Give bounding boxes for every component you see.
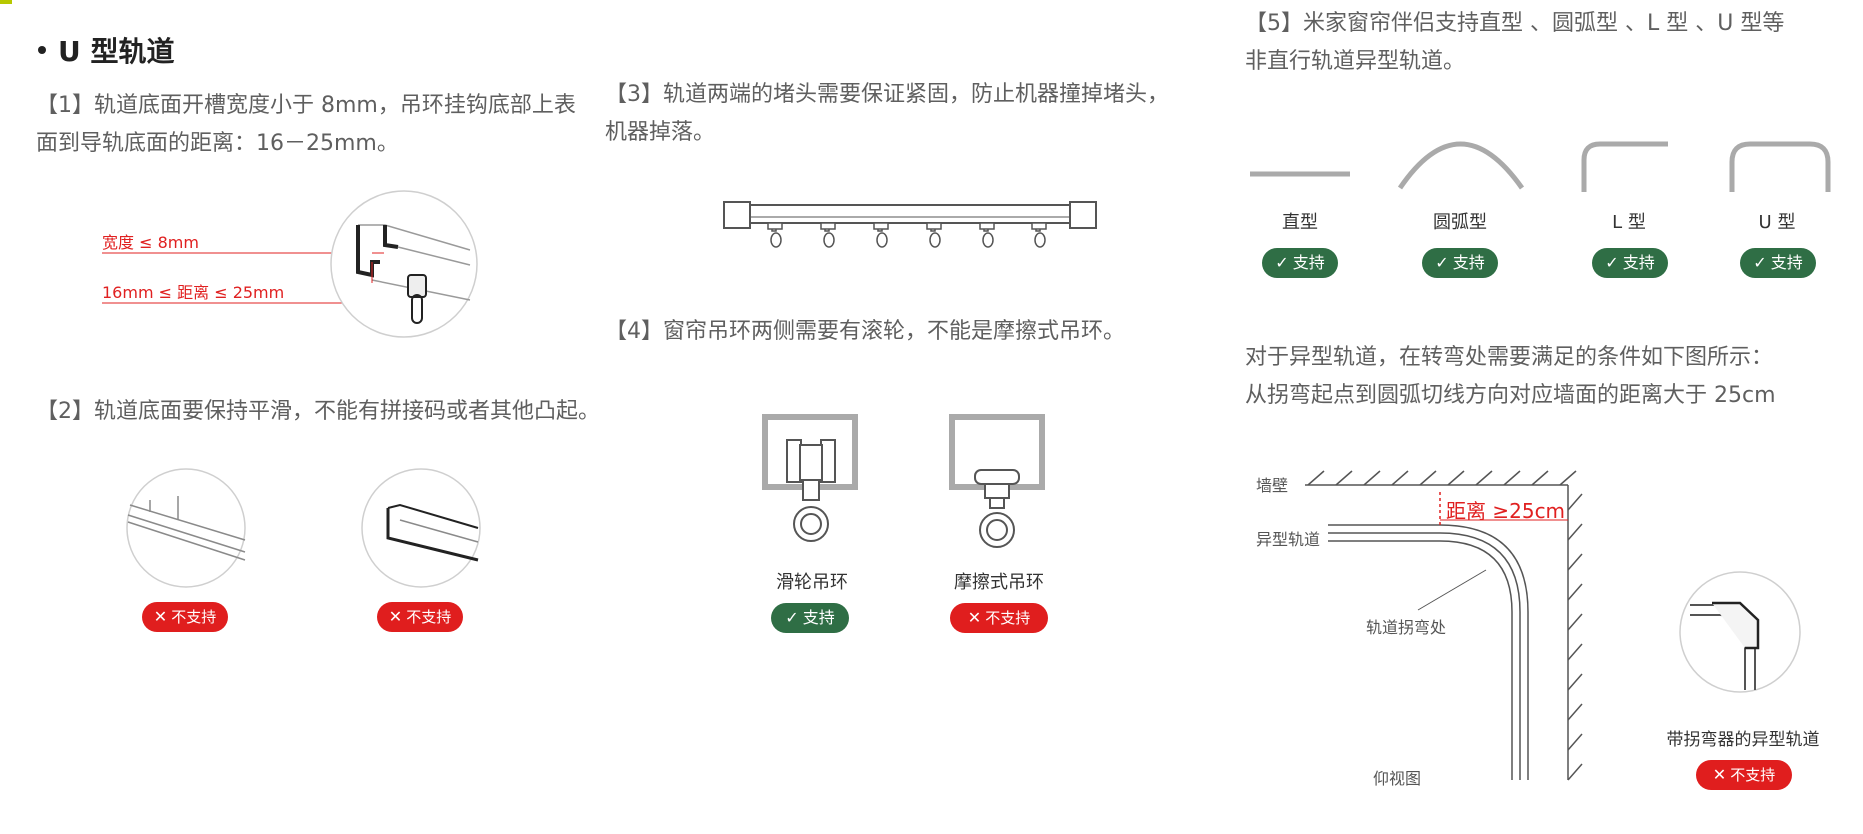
straight-supported-badge: ✓支持 (1262, 248, 1338, 278)
cross-icon: ✕ (1712, 765, 1727, 784)
bottom-view-label: 仰视图 (1373, 769, 1422, 788)
width-dimension-label: 宽度 ≤ 8mm (102, 233, 199, 252)
l-supported-badge: ✓支持 (1592, 248, 1668, 278)
wall-label: 墙壁 (1256, 476, 1289, 495)
bullet-dot (38, 46, 46, 54)
shape-label-straight: 直型 (1282, 212, 1318, 233)
u-supported-badge: ✓支持 (1740, 248, 1816, 278)
shape-label-arc: 圆弧型 (1433, 212, 1487, 233)
shape-label-u: U 型 (1758, 212, 1796, 233)
requirement-2: 【2】轨道底面要保持平滑，不能有拼接码或者其他凸起。 (36, 399, 600, 424)
check-icon: ✓ (1753, 253, 1767, 272)
friction-ring-unsupported-badge: ✕不支持 (950, 603, 1048, 633)
friction-ring-caption: 摩擦式吊环 (954, 572, 1044, 593)
bender-track-unsupported-badge: ✕不支持 (1696, 760, 1792, 790)
distance-dimension-label: 16mm ≤ 距离 ≤ 25mm (102, 283, 285, 302)
check-icon: ✓ (785, 608, 799, 627)
requirement-3: 【3】轨道两端的堵头需要保证紧固，防止机器撞掉堵头， 机器掉落。 (605, 82, 1169, 145)
corner-label: 轨道拐弯处 (1366, 618, 1447, 637)
requirement-4: 【4】窗帘吊环两侧需要有滚轮，不能是摩擦式吊环。 (605, 319, 1125, 344)
bender-track-caption: 带拐弯器的异型轨道 (1666, 730, 1820, 750)
requirement-1: 【1】轨道底面开槽宽度小于 8mm，吊环挂钩底部上表 面到导轨底面的距离：16－… (36, 93, 576, 156)
joint-rail-unsupported-badge: ✕不支持 (142, 602, 228, 632)
arc-supported-badge: ✓支持 (1422, 248, 1498, 278)
section-title: U 型轨道 (38, 30, 175, 70)
corner-accent (0, 0, 12, 4)
check-icon: ✓ (1605, 253, 1619, 272)
shape-label-l: L 型 (1612, 212, 1646, 233)
check-icon: ✓ (1435, 253, 1449, 272)
smooth-rail-unsupported-badge: ✕不支持 (377, 602, 463, 632)
check-icon: ✓ (1275, 253, 1289, 272)
corner-condition-text: 对于异型轨道，在转弯处需要满足的条件如下图所示： 从拐弯起点到圆弧切线方向对应墙… (1245, 345, 1776, 408)
pulley-ring-supported-badge: ✓支持 (771, 603, 849, 633)
pulley-ring-caption: 滑轮吊环 (776, 572, 848, 593)
min-distance-label: 距离 ≥25cm (1446, 499, 1566, 523)
cross-icon: ✕ (153, 607, 168, 626)
requirement-5: 【5】米家窗帘伴侣支持直型 、圆弧型 、L 型 、U 型等 非直行轨道异型轨道。 (1245, 11, 1785, 74)
track-label: 异型轨道 (1256, 530, 1321, 549)
cross-icon: ✕ (388, 607, 403, 626)
cross-icon: ✕ (967, 608, 982, 627)
